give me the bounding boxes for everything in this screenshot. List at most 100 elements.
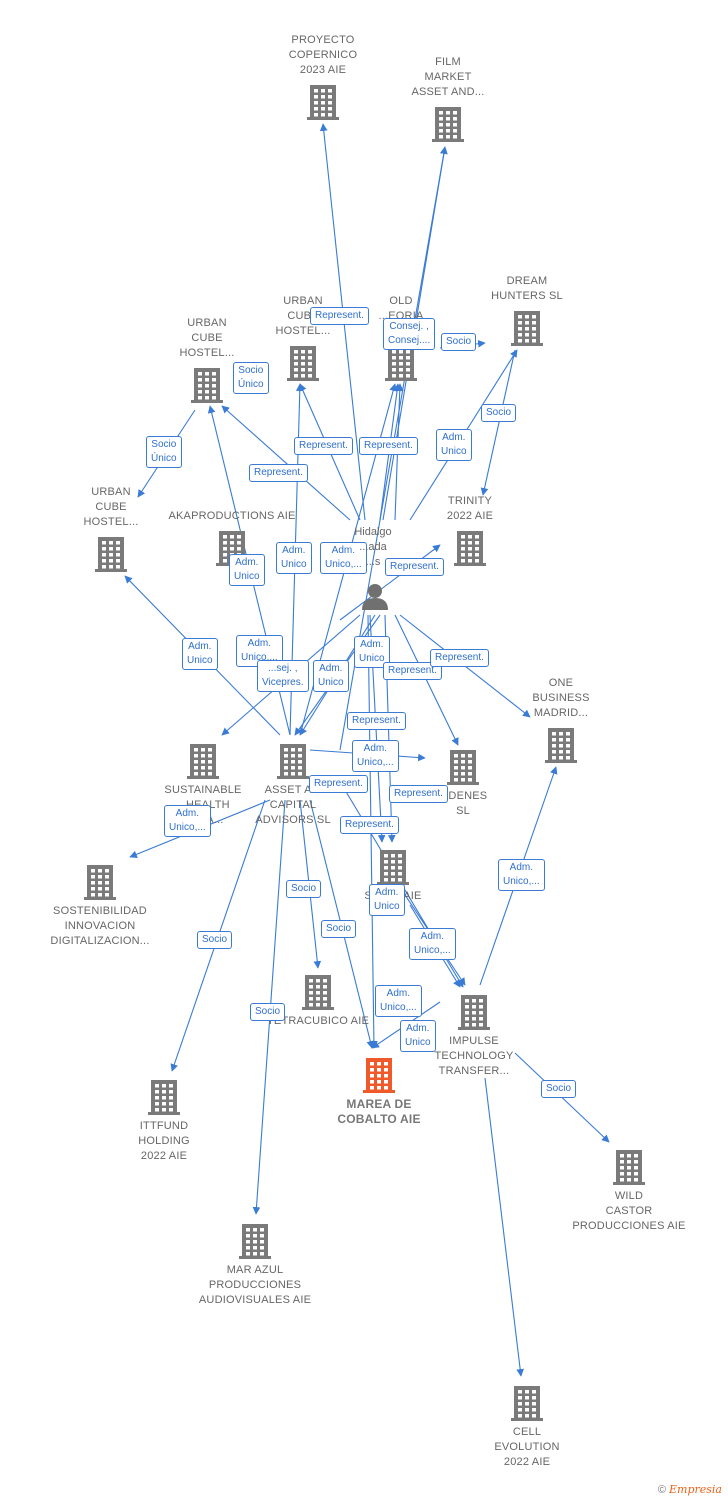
- edge-label[interactable]: Adm. Unico: [369, 884, 405, 916]
- edge-label[interactable]: Adm. Unico,...: [352, 740, 399, 772]
- building-icon: [511, 1386, 543, 1421]
- edge-label[interactable]: Socio: [481, 404, 517, 422]
- person-label: Hidalgo ...ada ...s: [354, 526, 392, 568]
- company-node[interactable]: MAR AZUL PRODUCCIONES AUDIOVISUALES AIE: [185, 1263, 325, 1308]
- company-name: ...DENES SL: [438, 790, 488, 817]
- company-node[interactable]: MAREA DE COBALTO AIE: [309, 1097, 449, 1127]
- company-node[interactable]: ITTFUND HOLDING 2022 AIE: [94, 1119, 234, 1164]
- company-node[interactable]: URBAN CUBE HOSTEL...: [137, 316, 277, 361]
- company-name: URBAN CUBE HOSTEL...: [83, 486, 139, 528]
- edge-label[interactable]: Adm. Unico,...: [164, 805, 211, 837]
- company-name: DREAM HUNTERS SL: [491, 275, 563, 302]
- company-node[interactable]: ASSET A... CAPITAL ADVISORS SL: [223, 783, 363, 828]
- building-icon: [385, 346, 417, 381]
- company-node[interactable]: FILM MARKET ASSET AND...: [378, 55, 518, 100]
- edge-label[interactable]: Represent.: [430, 649, 489, 667]
- edge-line: [480, 349, 516, 496]
- building-icon: [377, 850, 409, 885]
- edge-label[interactable]: Adm. Unico,...: [375, 985, 422, 1017]
- edge-label[interactable]: Socio: [321, 920, 357, 938]
- company-node[interactable]: WILD CASTOR PRODUCCIONES AIE: [559, 1189, 699, 1234]
- edge-label[interactable]: Represent.: [309, 775, 368, 793]
- edge-label[interactable]: Represent.: [385, 558, 444, 576]
- building-icon: [458, 995, 490, 1030]
- building-icon: [545, 728, 577, 763]
- edge-label[interactable]: Represent.: [389, 785, 448, 803]
- edge-label[interactable]: Adm. Unico,...: [498, 859, 545, 891]
- building-icon: [277, 744, 309, 779]
- company-node[interactable]: AKAPRODUCTIONS AIE: [162, 509, 302, 524]
- company-node[interactable]: DREAM HUNTERS SL: [457, 274, 597, 304]
- company-name: IMPULSE TECHNOLOGY TRANSFER...: [434, 1035, 514, 1077]
- edge-label[interactable]: Represent.: [310, 307, 369, 325]
- company-name: TRINITY 2022 AIE: [446, 495, 494, 522]
- company-node[interactable]: SOSTENIBILIDAD INNOVACION DIGITALIZACION…: [30, 904, 170, 949]
- edge-line: [339, 544, 441, 621]
- edge-line: [484, 1077, 524, 1377]
- company-node[interactable]: ...DENES SL: [393, 789, 533, 819]
- company-name: SOSTENIBILIDAD INNOVACION DIGITALIZACION…: [50, 905, 150, 947]
- building-icon: [302, 975, 334, 1010]
- building-icon: [447, 750, 479, 785]
- building-icon: [613, 1150, 645, 1185]
- building-icon: [454, 531, 486, 566]
- edge-label[interactable]: Socio: [197, 931, 233, 949]
- company-name: CELL EVOLUTION 2022 AIE: [494, 1426, 560, 1468]
- edge-label[interactable]: Represent.: [340, 816, 399, 834]
- edge-line: [221, 405, 351, 521]
- building-icon: [95, 537, 127, 572]
- person-icon[interactable]: [362, 584, 388, 610]
- company-name: ITTFUND HOLDING 2022 AIE: [138, 1120, 190, 1162]
- edge-label[interactable]: ...sej. , Vicepres.: [257, 660, 309, 692]
- edge-label[interactable]: Socio Único: [233, 362, 269, 394]
- company-node[interactable]: PROYECTO COPERNICO 2023 AIE: [253, 33, 393, 78]
- company-node[interactable]: ONE BUSINESS MADRID...: [491, 676, 631, 721]
- edge-label[interactable]: Adm. Unico: [313, 660, 349, 692]
- company-node[interactable]: CELL EVOLUTION 2022 AIE: [457, 1425, 597, 1470]
- edge-label[interactable]: Adm. Unico: [182, 638, 218, 670]
- building-icon: [148, 1080, 180, 1115]
- company-node[interactable]: TRINITY 2022 AIE: [400, 494, 540, 524]
- edge-label[interactable]: Adm. Unico: [276, 542, 312, 574]
- company-name: PROYECTO COPERNICO 2023 AIE: [288, 34, 358, 76]
- footer: © Empresia: [658, 1483, 722, 1496]
- edge-label[interactable]: Represent.: [294, 437, 353, 455]
- edge-label[interactable]: Represent.: [383, 662, 442, 680]
- edge-label[interactable]: Socio: [286, 880, 322, 898]
- edge-label[interactable]: Socio: [250, 1003, 286, 1021]
- company-name: URBAN CUBE HOSTEL...: [179, 317, 235, 359]
- edge-label[interactable]: Adm. Unico: [436, 429, 472, 461]
- edge-label[interactable]: Adm. Unico,...: [320, 542, 367, 574]
- building-icon: [511, 311, 543, 346]
- company-name: MAREA DE COBALTO AIE: [337, 1097, 421, 1126]
- building-icon: [287, 346, 319, 381]
- company-name: WILD CASTOR PRODUCCIONES AIE: [572, 1190, 686, 1232]
- edge-line: [394, 614, 459, 746]
- edge-label[interactable]: Adm. Unico,...: [409, 928, 456, 960]
- icons-layer: [84, 85, 645, 1421]
- edge-label[interactable]: Adm. Unico: [354, 636, 390, 668]
- building-icon: [363, 1058, 395, 1093]
- edge-label[interactable]: Consej. , Consej....: [383, 318, 436, 350]
- company-name: ASSET A... CAPITAL ADVISORS SL: [255, 784, 331, 826]
- company-name: AKAPRODUCTIONS AIE: [168, 510, 296, 522]
- edge-label[interactable]: Represent.: [347, 712, 406, 730]
- edge-label[interactable]: Adm. Unico: [400, 1020, 436, 1052]
- building-icon: [432, 107, 464, 142]
- building-icon: [307, 85, 339, 120]
- company-name: FILM MARKET ASSET AND...: [411, 56, 485, 98]
- company-node[interactable]: TETRACUBICO AIE: [248, 1014, 388, 1029]
- edge-label[interactable]: Socio Único: [146, 436, 182, 468]
- company-name: MAR AZUL PRODUCCIONES AUDIOVISUALES AIE: [198, 1264, 312, 1306]
- company-node[interactable]: IMPULSE TECHNOLOGY TRANSFER...: [404, 1034, 544, 1079]
- edge-label[interactable]: Socio: [541, 1080, 577, 1098]
- brand-logo[interactable]: Empresia: [669, 1483, 722, 1496]
- edge-label[interactable]: Socio: [441, 333, 477, 351]
- edge-label[interactable]: Adm. Unico: [229, 554, 265, 586]
- building-icon: [239, 1224, 271, 1259]
- edge-label[interactable]: Represent.: [249, 464, 308, 482]
- company-node[interactable]: URBAN CUBE HOSTEL...: [41, 485, 181, 530]
- building-icon: [84, 865, 116, 900]
- edge-label[interactable]: Represent.: [359, 437, 418, 455]
- building-icon: [191, 368, 223, 403]
